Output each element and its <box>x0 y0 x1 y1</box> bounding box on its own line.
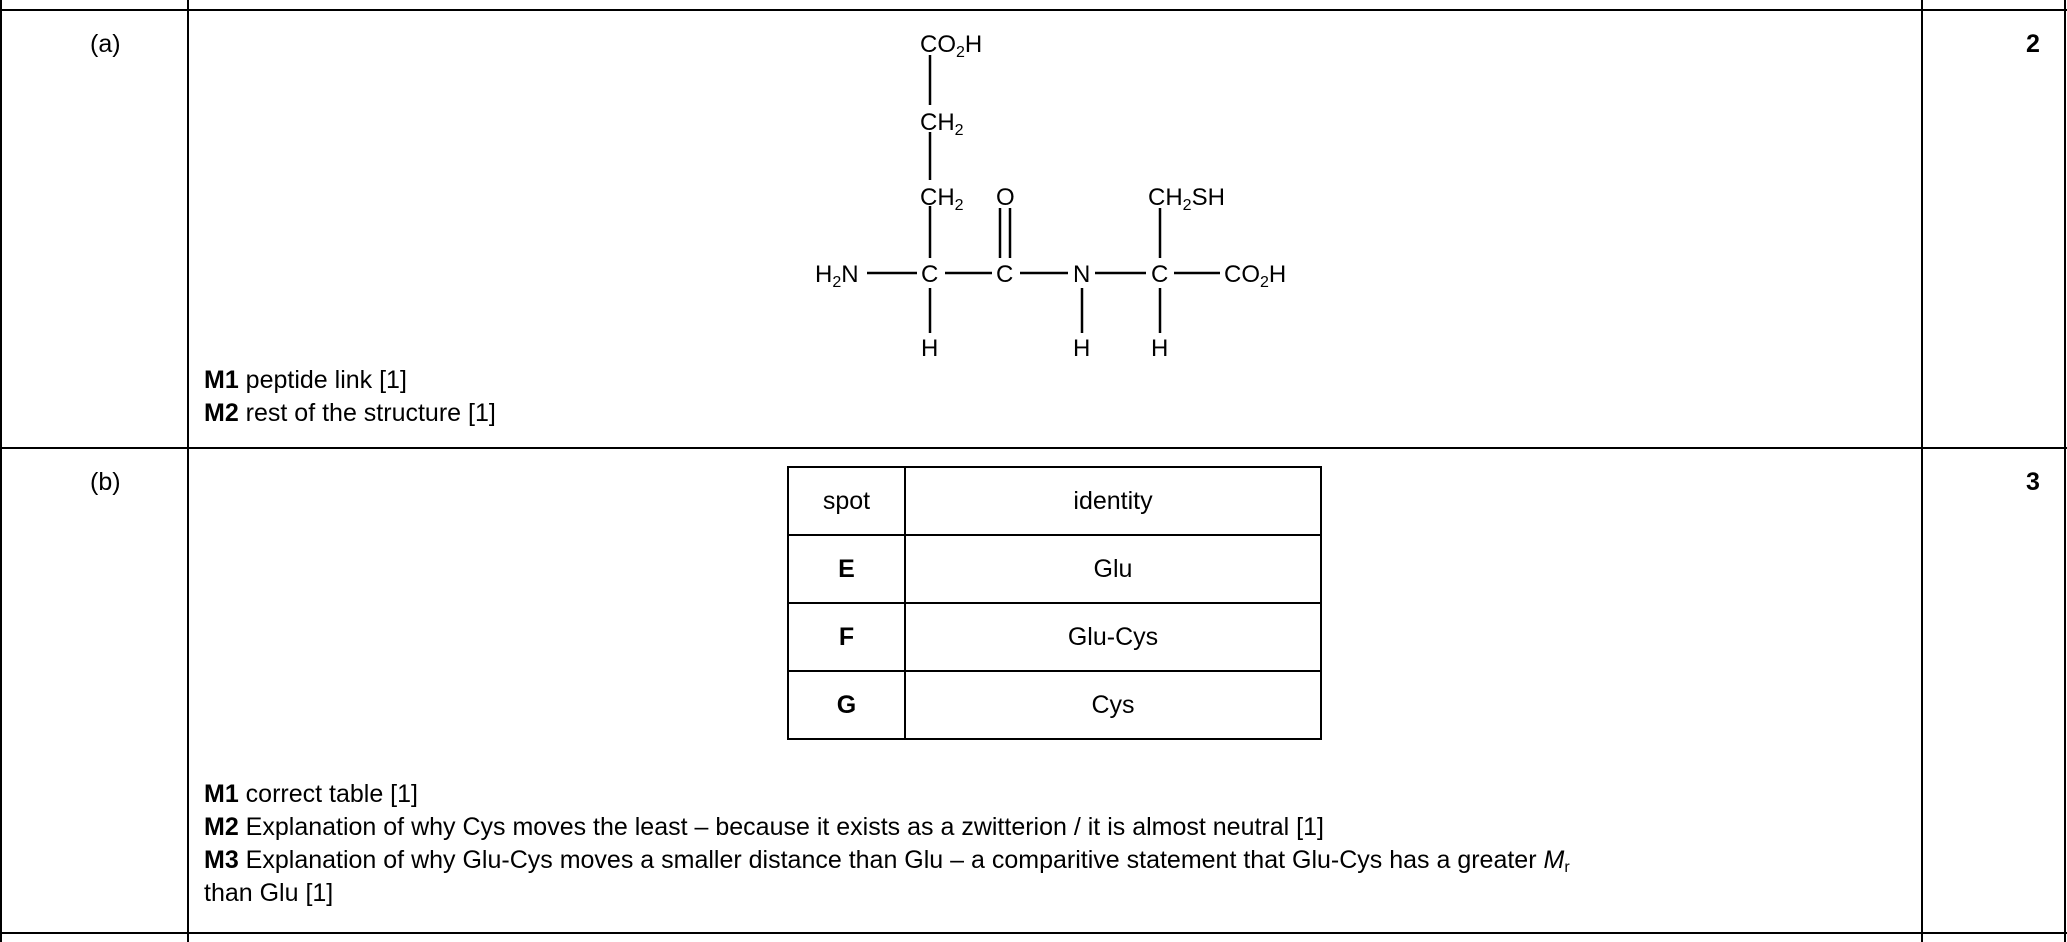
spot-identity-table: spot identity E Glu F Glu-Cys G Cys <box>787 466 1322 740</box>
criterion-m1: M1 correct table [1] <box>204 780 418 808</box>
part-b-marks: 3 <box>2026 468 2040 496</box>
table-row: G Cys <box>787 670 1322 740</box>
atom-ch2sh: CH2SH <box>1148 184 1225 214</box>
criterion-m3-continued: than Glu [1] <box>204 879 334 907</box>
column-divider-left <box>0 0 2 942</box>
row-divider-middle <box>0 447 2067 449</box>
atom-alpha-carbon-1: C <box>921 261 938 288</box>
row-divider-bottom <box>0 932 2067 934</box>
part-a-marks: 2 <box>2026 30 2040 58</box>
part-b-criteria: M1 correct table [1] M2 Explanation of w… <box>204 778 1570 910</box>
identity-cell: Cys <box>904 670 1322 740</box>
table-row: E Glu <box>787 534 1322 604</box>
column-divider-right <box>2064 0 2066 942</box>
part-a-label: (a) <box>90 30 121 58</box>
atom-hydrogen-1: H <box>921 335 938 362</box>
atom-h2n: H2N <box>815 261 859 291</box>
part-b-label: (b) <box>90 468 121 496</box>
atom-oxygen: O <box>996 184 1015 211</box>
identity-cell: Glu-Cys <box>904 602 1322 672</box>
spot-cell: F <box>787 602 906 672</box>
header-identity: identity <box>904 466 1322 536</box>
spot-cell: G <box>787 670 906 740</box>
criterion-m1: M1 peptide link [1] <box>204 366 407 394</box>
column-divider-label <box>187 0 189 942</box>
atom-alpha-carbon-2: C <box>1151 261 1168 288</box>
atom-hydrogen-2: H <box>1073 335 1090 362</box>
row-divider-top <box>0 9 2067 11</box>
atom-carbonyl-carbon: C <box>996 261 1013 288</box>
column-divider-marks <box>1921 0 1923 942</box>
header-spot: spot <box>787 466 906 536</box>
spot-cell: E <box>787 534 906 604</box>
atom-co2h-right: CO2H <box>1224 261 1286 291</box>
atom-hydrogen-3: H <box>1151 335 1168 362</box>
criterion-m3: M3 Explanation of why Glu-Cys moves a sm… <box>204 846 1570 876</box>
atom-ch2-lower: CH2 <box>920 184 964 214</box>
criterion-m2: M2 Explanation of why Cys moves the leas… <box>204 813 1324 841</box>
atom-amide-nitrogen: N <box>1073 261 1090 288</box>
atom-co2h-top: CO2H <box>920 31 982 61</box>
part-a-criteria: M1 peptide link [1] M2 rest of the struc… <box>204 364 496 430</box>
criterion-m2: M2 rest of the structure [1] <box>204 399 496 427</box>
atom-ch2-upper: CH2 <box>920 109 964 139</box>
identity-cell: Glu <box>904 534 1322 604</box>
table-row: F Glu-Cys <box>787 602 1322 672</box>
table-header-row: spot identity <box>787 466 1322 536</box>
